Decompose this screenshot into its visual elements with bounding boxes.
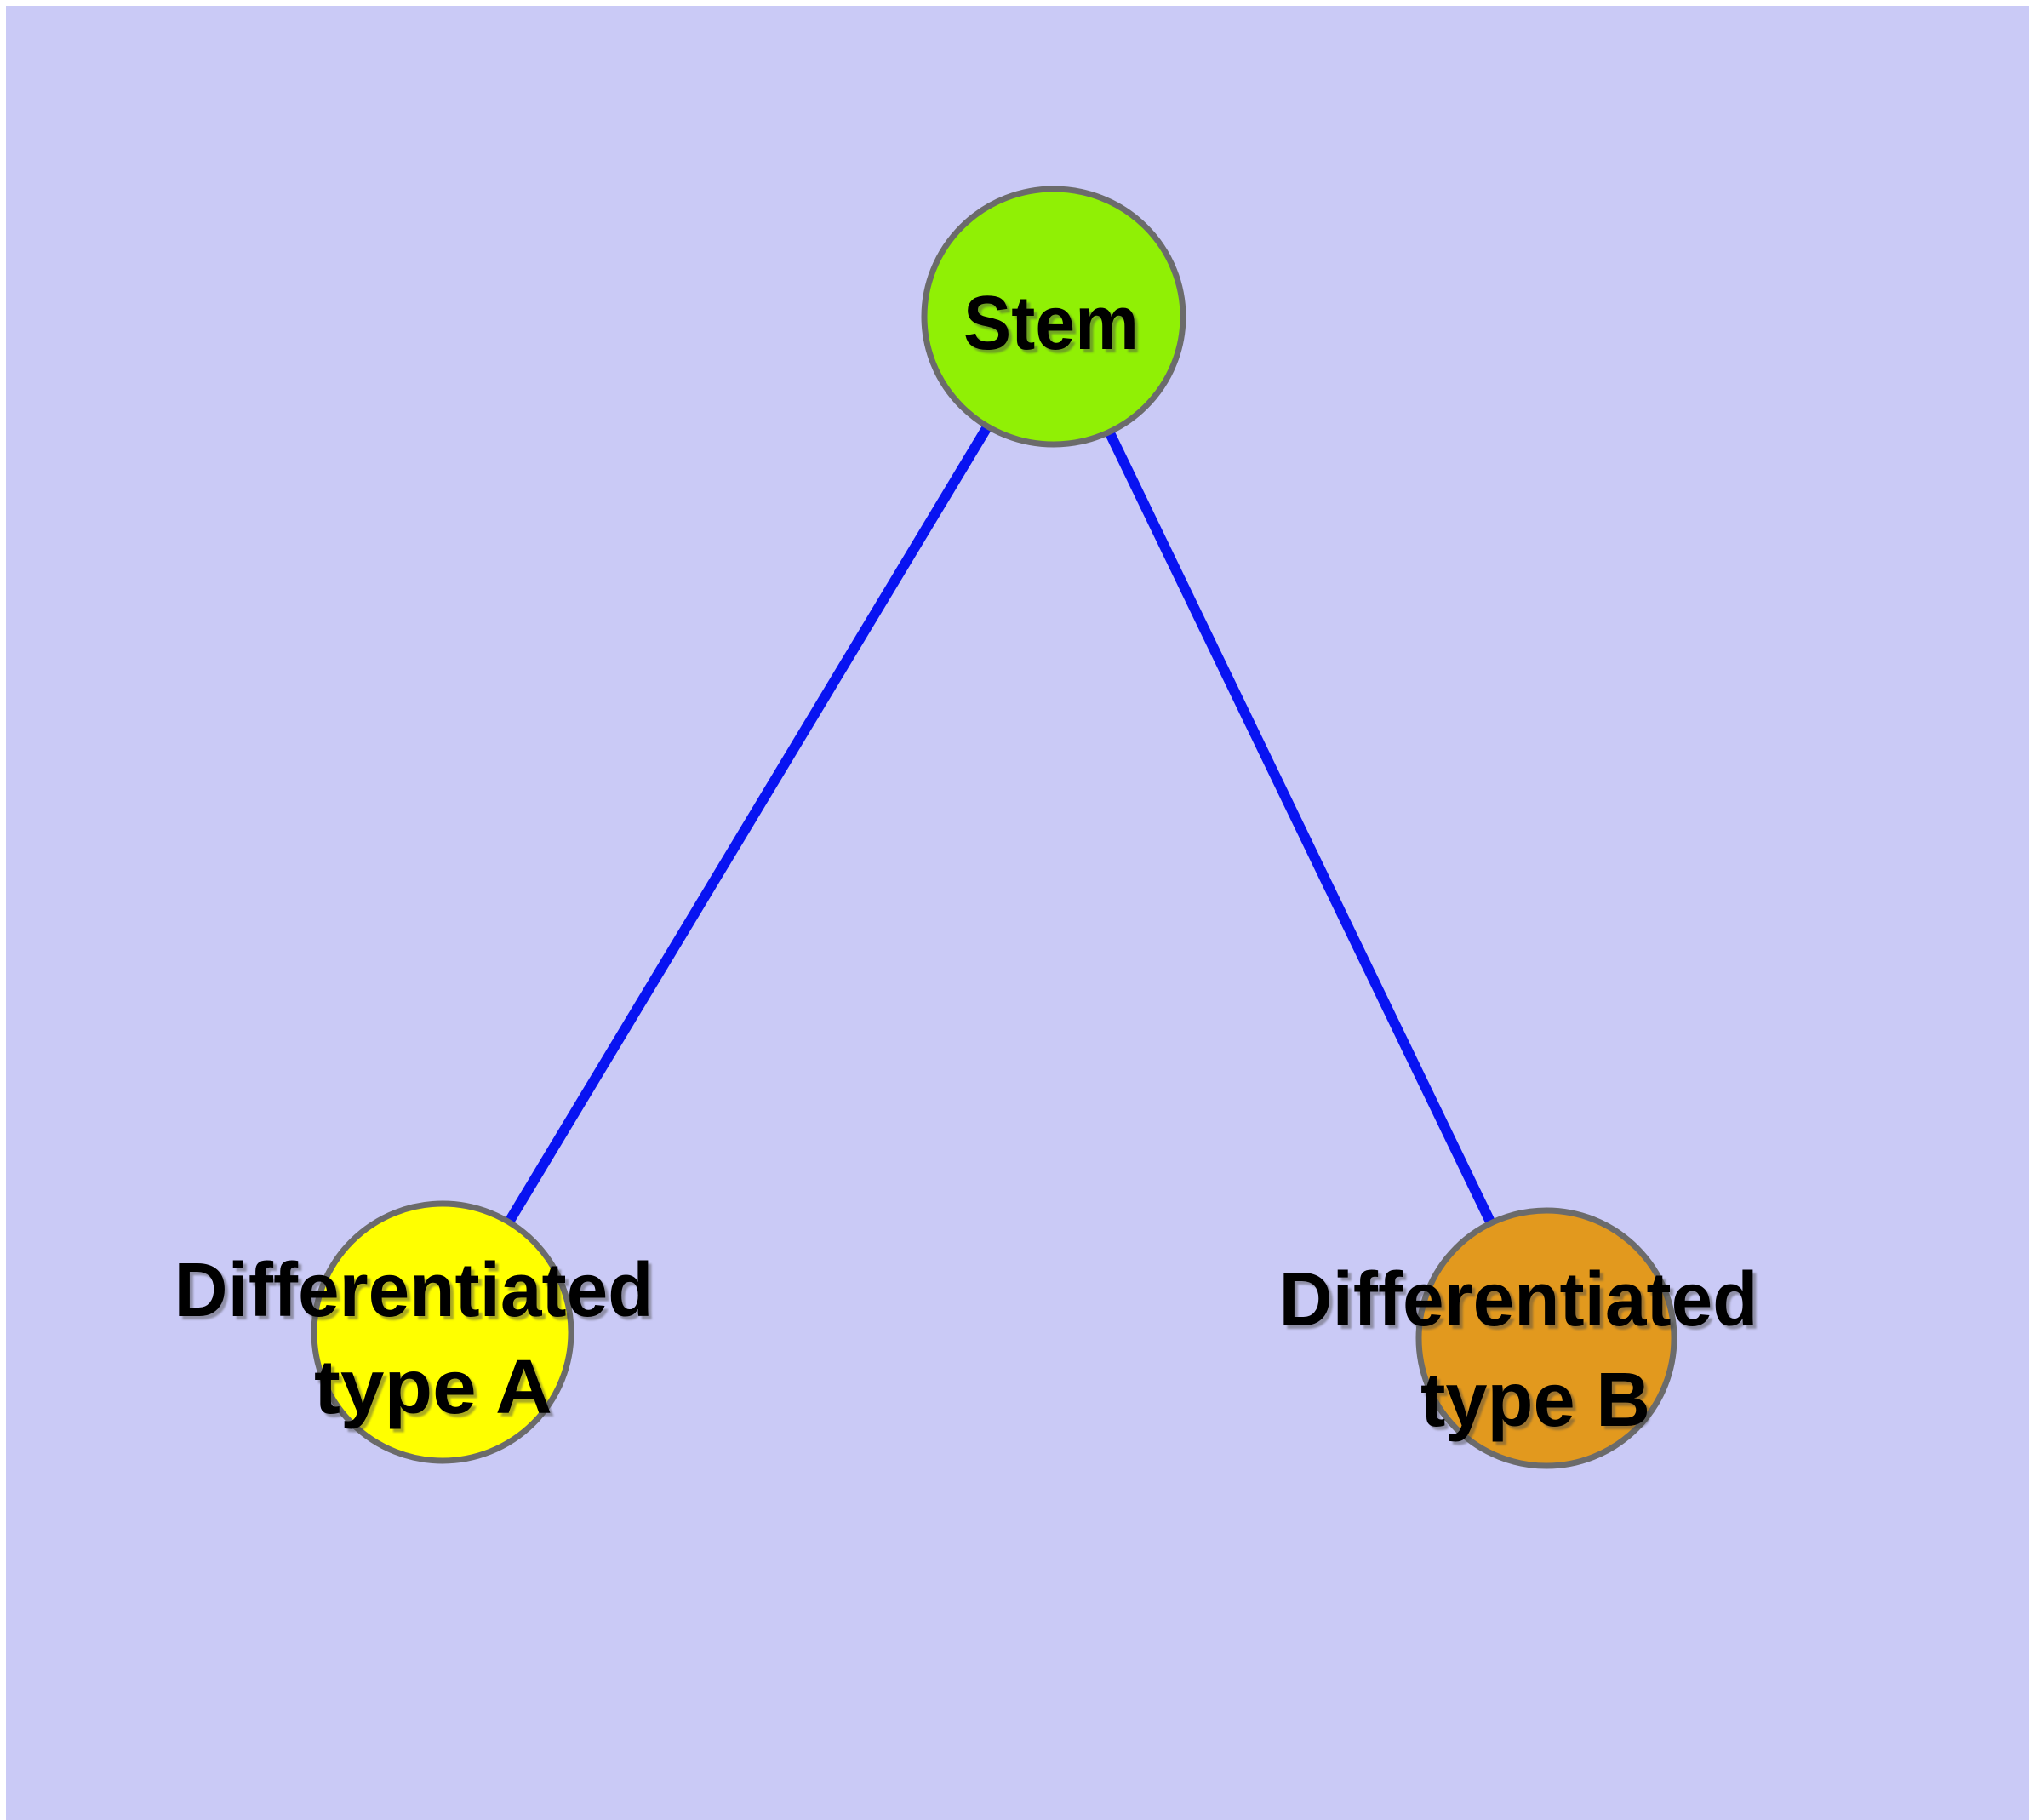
node-type-b-label-line1: Differentiated <box>1279 1257 1758 1342</box>
edge-stem-to-type-a[interactable] <box>437 313 1059 1336</box>
node-stem[interactable] <box>921 186 1186 448</box>
node-type-a-label-line1: Differentiated <box>174 1248 654 1333</box>
node-stem-label: Stem <box>963 281 1139 366</box>
edge-stem-to-type-b[interactable] <box>1049 314 1552 1341</box>
node-type-b-label-line2: type B <box>1420 1358 1650 1443</box>
node-differentiated-type-b[interactable] <box>1415 1207 1677 1469</box>
node-differentiated-type-a[interactable] <box>311 1200 574 1464</box>
node-type-a-label-line2: type A <box>314 1345 552 1430</box>
